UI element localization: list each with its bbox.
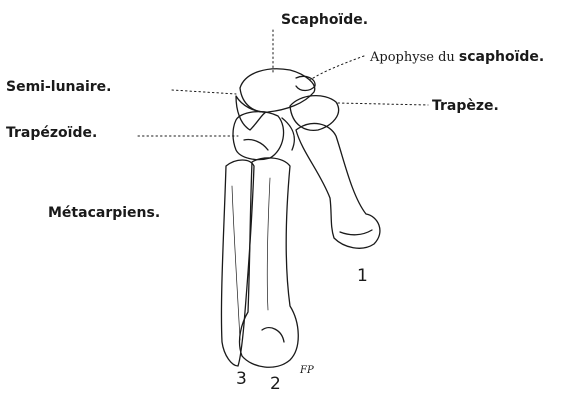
- number-3: 3: [236, 371, 247, 388]
- lunate-bone: [236, 96, 266, 130]
- leader-trapeze: [338, 103, 428, 105]
- label-apophyse-prefix: Apophyse du: [370, 50, 459, 65]
- number-2: 2: [270, 376, 281, 393]
- label-metacarpiens: Métacarpiens.: [48, 206, 160, 220]
- label-apophyse-bold: scaphoïde.: [459, 49, 544, 65]
- number-1: 1: [357, 268, 368, 285]
- metacarpal-3: [221, 160, 254, 366]
- label-trapezoide: Trapézoïde.: [6, 126, 97, 140]
- label-trapeze: Trapèze.: [432, 99, 499, 113]
- label-apophyse: Apophyse du scaphoïde.: [370, 50, 544, 64]
- leader-apophyse: [310, 56, 364, 80]
- label-semi-lunaire: Semi-lunaire.: [6, 80, 111, 94]
- label-scaphoide: Scaphoïde.: [281, 13, 368, 27]
- leader-semi-lunaire: [172, 90, 236, 94]
- artist-signature: FP: [300, 366, 314, 376]
- trapezium-bone: [290, 96, 339, 131]
- metacarpal-1: [296, 123, 380, 248]
